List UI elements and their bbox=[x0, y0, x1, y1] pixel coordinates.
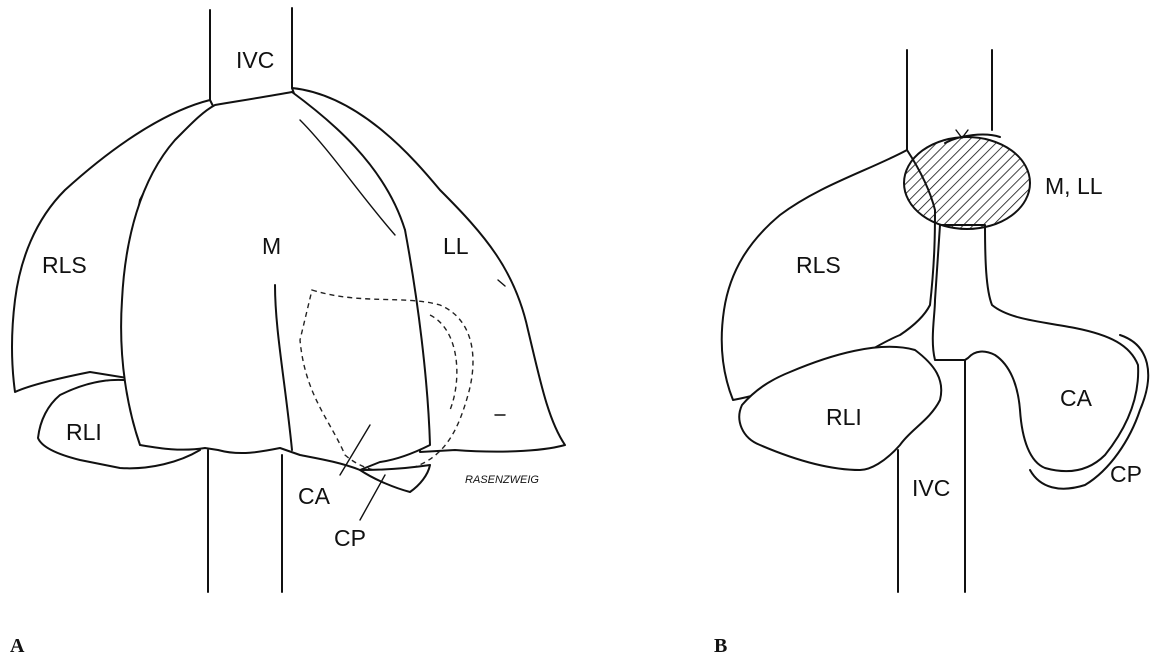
panel-label-b: B bbox=[714, 635, 727, 657]
panel-a-drawing bbox=[12, 8, 565, 592]
artist-signature: RASENZWEIG bbox=[465, 474, 539, 486]
label-ll-a: LL bbox=[443, 233, 469, 259]
label-rli-a: RLI bbox=[66, 419, 102, 445]
label-cp-a: CP bbox=[334, 525, 366, 551]
label-ivc-b: IVC bbox=[912, 475, 950, 501]
caudate-stalk-b bbox=[933, 225, 1138, 471]
label-ca-a: CA bbox=[298, 483, 331, 509]
label-ca-b: CA bbox=[1060, 385, 1093, 411]
cp-pointer-line bbox=[360, 475, 385, 520]
cp-lobe bbox=[360, 465, 430, 492]
label-cp-b: CP bbox=[1110, 461, 1142, 487]
m-ll-resected-lobe bbox=[904, 137, 1030, 229]
label-rls-b: RLS bbox=[796, 252, 841, 278]
label-m-a: M bbox=[262, 233, 281, 259]
label-m-ll-b: M, LL bbox=[1045, 173, 1103, 199]
panel-b-drawing bbox=[722, 50, 1148, 592]
ivc-vessel-lower bbox=[208, 450, 282, 592]
label-ivc-a: IVC bbox=[236, 47, 274, 73]
label-rli-b: RLI bbox=[826, 404, 862, 430]
panel-label-a: A bbox=[10, 635, 25, 657]
label-rls-a: RLS bbox=[42, 252, 87, 278]
